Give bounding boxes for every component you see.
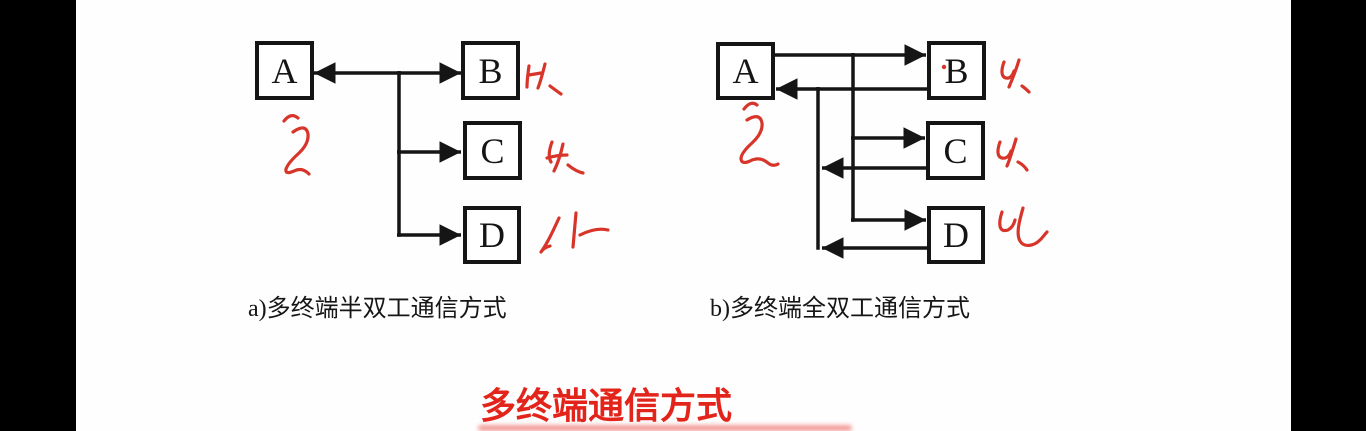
red-handwritten-annotations <box>282 58 1049 254</box>
red-dot-in-b <box>941 64 947 70</box>
b-node-a-box <box>716 42 775 100</box>
right-black-bar <box>1291 0 1366 431</box>
a-node-b-label: B <box>478 51 502 91</box>
caption-diagram-a: a)多终端半双工通信方式 <box>248 296 507 322</box>
a-node-a-box <box>255 41 314 100</box>
scribble-2-b <box>739 101 780 167</box>
a-node-c-label: C <box>480 131 504 171</box>
a-node-a-label: A <box>272 51 298 91</box>
diagram-b-full-duplex: A B C D <box>716 41 986 264</box>
b-node-c-box <box>926 121 985 180</box>
a-node-b-box <box>461 41 520 100</box>
page-title: 多终端通信方式 <box>480 385 733 426</box>
b-node-d-label: D <box>943 215 969 255</box>
b-node-a-label: A <box>733 51 759 91</box>
scribble-2-a <box>282 114 311 176</box>
scribble-b-a <box>525 62 563 96</box>
caption-diagram-b: b)多终端全双工通信方式 <box>710 296 970 322</box>
scribble-c-b <box>996 137 1029 172</box>
b-node-d-box <box>927 206 985 264</box>
scribble-d-a <box>539 211 610 254</box>
scribble-b-b <box>1000 58 1031 94</box>
scribble-d-b <box>998 206 1049 247</box>
a-node-d-label: D <box>479 215 505 255</box>
b-node-b-box <box>927 41 986 100</box>
b-node-c-label: C <box>943 131 967 171</box>
a-node-c-box <box>463 121 522 180</box>
scribble-c-a <box>545 140 585 175</box>
left-black-bar <box>0 0 76 431</box>
b-node-b-label: B <box>944 51 968 91</box>
diagram-a-half-duplex: A B C D <box>255 41 522 264</box>
a-node-d-box <box>463 206 521 264</box>
title-ghost-smear <box>478 425 852 431</box>
